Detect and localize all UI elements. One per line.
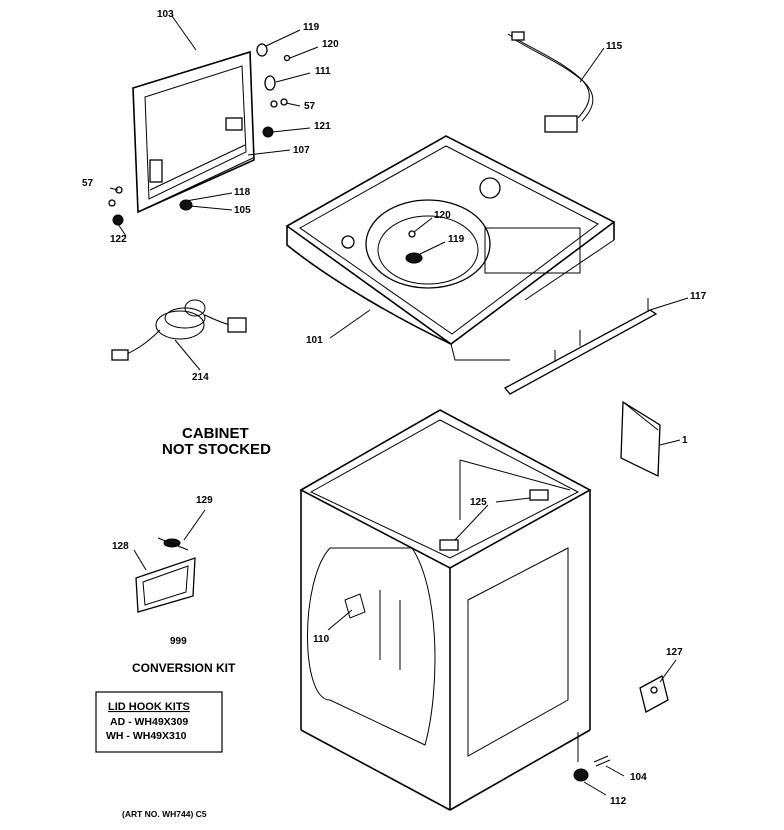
lid-frame-icon [132, 50, 255, 214]
callout-57: 57 [304, 101, 316, 112]
callout-111: 111 [315, 66, 331, 77]
power-cord-icon [111, 299, 247, 361]
callout-labels: 103 119 120 111 57 121 107 57 118 105 12… [82, 9, 707, 807]
callout-127: 127 [666, 647, 683, 658]
callout-103: 103 [157, 9, 174, 20]
callout-120: 120 [322, 39, 339, 50]
conversion-kit-label: CONVERSION KIT [132, 661, 236, 675]
callout-120: 120 [434, 210, 451, 221]
callout-110: 110 [313, 634, 330, 645]
callout-57: 57 [82, 178, 94, 189]
lid-hook-kits-ad: AD - WH49X309 [110, 716, 188, 728]
leg-icon [573, 755, 611, 782]
top-panel-icon [285, 135, 616, 361]
callout-117: 117 [690, 291, 707, 302]
cabinet-note-line1: CABINET [182, 425, 249, 442]
envelope-icon [620, 400, 661, 478]
callout-118: 118 [234, 187, 251, 198]
callout-112: 112 [610, 796, 627, 807]
callout-119: 119 [448, 234, 465, 245]
art-number: (ART NO. WH744) C5 [122, 809, 207, 819]
callout-119: 119 [303, 22, 320, 33]
bracket-icon [639, 675, 669, 713]
harness-icon [507, 31, 594, 133]
callout-105: 105 [234, 205, 251, 216]
lid-hook-kits-box: LID HOOK KITS AD - WH49X309 WH - WH49X31… [95, 691, 223, 753]
callout-107: 107 [293, 145, 310, 156]
cabinet-note-line2: NOT STOCKED [162, 441, 271, 458]
callout-122: 122 [110, 234, 127, 245]
cabinet-icon [299, 409, 592, 811]
callout-104: 104 [630, 772, 647, 783]
leader-lines [109, 15, 689, 796]
lid-hook-kits-wh: WH - WH49X310 [106, 730, 187, 742]
callout-129: 129 [196, 495, 213, 506]
callout-999: 999 [170, 636, 187, 647]
callout-115: 115 [606, 41, 623, 52]
lid-hook-kits-title: LID HOOK KITS [108, 701, 190, 713]
callout-101: 101 [306, 335, 323, 346]
rail-icon [503, 298, 658, 395]
callout-125: 125 [470, 497, 487, 508]
hardware-icon [108, 43, 291, 226]
conversion-kit-icon [135, 537, 196, 613]
callout-128: 128 [112, 541, 129, 552]
callout-1: 1 [682, 435, 688, 446]
callout-214: 214 [192, 372, 209, 383]
callout-121: 121 [314, 121, 331, 132]
